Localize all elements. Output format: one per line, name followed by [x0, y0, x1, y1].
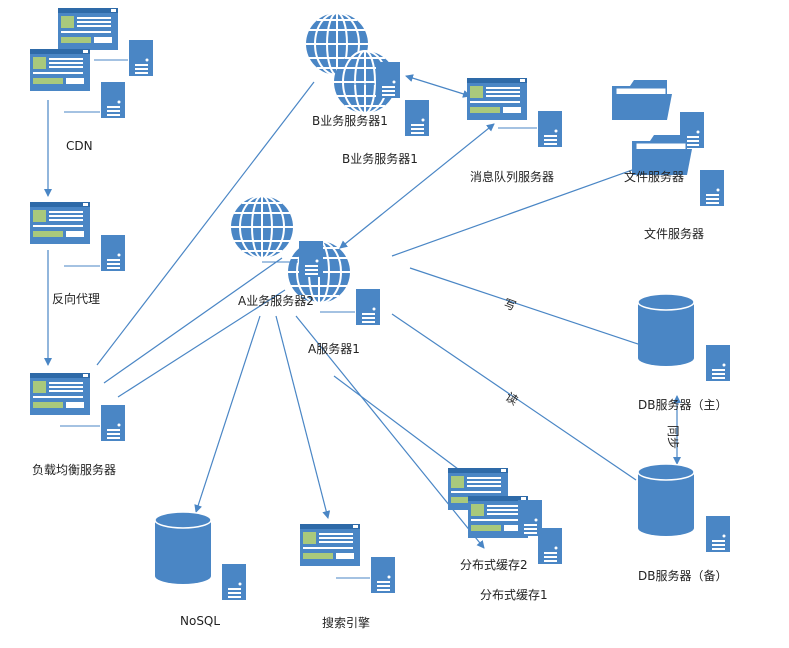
b-to-mq-arrow: [405, 74, 471, 98]
db-slave-label: DB服务器（备）: [638, 569, 728, 583]
a-server-icon-2: [356, 289, 380, 325]
a-to-file-line: [391, 159, 661, 257]
mq-server-label: 消息队列服务器: [470, 170, 555, 184]
cdn-server-icon-1: [129, 40, 153, 76]
db-slave-node: [637, 463, 730, 552]
mq-window-icon: [467, 78, 527, 120]
lb-to-a-line-2: [117, 289, 286, 398]
dist-cache-2-label: 分布式缓存2: [460, 558, 528, 572]
reverse-proxy-label: 反向代理: [52, 292, 101, 306]
search-engine-label: 搜索引擎: [322, 616, 371, 630]
a-server-icon-1: [299, 241, 323, 277]
db-master-label: DB服务器（主）: [638, 398, 728, 412]
nosql-label: NoSQL: [180, 614, 221, 628]
file-server-label-2: 文件服务器: [644, 227, 705, 241]
reverse-proxy-node: [30, 202, 125, 271]
search-window-icon: [300, 524, 360, 566]
file-server-icon-2: [700, 170, 724, 206]
nosql-node: [154, 511, 246, 600]
b-server-label-2: B业务服务器1: [342, 152, 418, 166]
mq-server-icon: [538, 111, 562, 147]
a-server-label-1: A服务器1: [308, 342, 360, 356]
file-server-label-1: 文件服务器: [624, 170, 685, 184]
file-server-node: [611, 79, 724, 206]
db-master-server-icon: [706, 345, 730, 381]
a-globe-icon-1: [230, 195, 294, 259]
a-to-cache-line: [333, 375, 471, 479]
b-server-icon-1: [376, 62, 400, 98]
mq-server-node: [467, 78, 562, 147]
search-server-icon: [371, 557, 395, 593]
cdn-window-icon-1: [58, 8, 118, 50]
a-server-node: [230, 195, 380, 325]
lb-to-a-line-1: [103, 257, 283, 384]
a-to-mq-arrow: [339, 123, 495, 249]
proxy-server-icon: [101, 235, 125, 271]
a-to-db-master-line: [409, 267, 651, 349]
search-engine-node: [300, 524, 395, 593]
b-server-node: [305, 12, 429, 136]
dist-cache-1-label: 分布式缓存1: [480, 588, 548, 602]
b-server-icon-2: [405, 100, 429, 136]
cdn-server-icon-2: [101, 82, 125, 118]
db-slave-server-icon: [706, 516, 730, 552]
cdn-label: CDN: [66, 139, 93, 153]
lb-server-icon: [101, 405, 125, 441]
a-to-search-arrow: [275, 315, 331, 519]
folder-icon-1: [611, 79, 673, 121]
dist-cache-node: [448, 468, 562, 564]
db-slave-icon: [637, 463, 695, 537]
lb-to-b-line: [96, 81, 315, 366]
a-to-db-slave-line: [391, 313, 637, 481]
cdn-node: [30, 8, 153, 118]
sync-label: 同步: [666, 425, 680, 450]
lb-window-icon: [30, 373, 90, 415]
load-balancer-label: 负载均衡服务器: [32, 463, 117, 477]
cache-server-icon-2: [538, 528, 562, 564]
b-server-label-1: B业务服务器1: [312, 114, 388, 128]
db-master-icon: [637, 293, 695, 367]
proxy-window-icon: [30, 202, 90, 244]
nosql-server-icon: [222, 564, 246, 600]
a-to-nosql-arrow: [194, 315, 261, 513]
cdn-window-icon-2: [30, 49, 90, 91]
nosql-db-icon: [154, 511, 212, 585]
a-server-label-2: A业务服务器2: [238, 294, 314, 308]
db-master-node: [637, 293, 730, 381]
load-balancer-node: [30, 373, 125, 441]
